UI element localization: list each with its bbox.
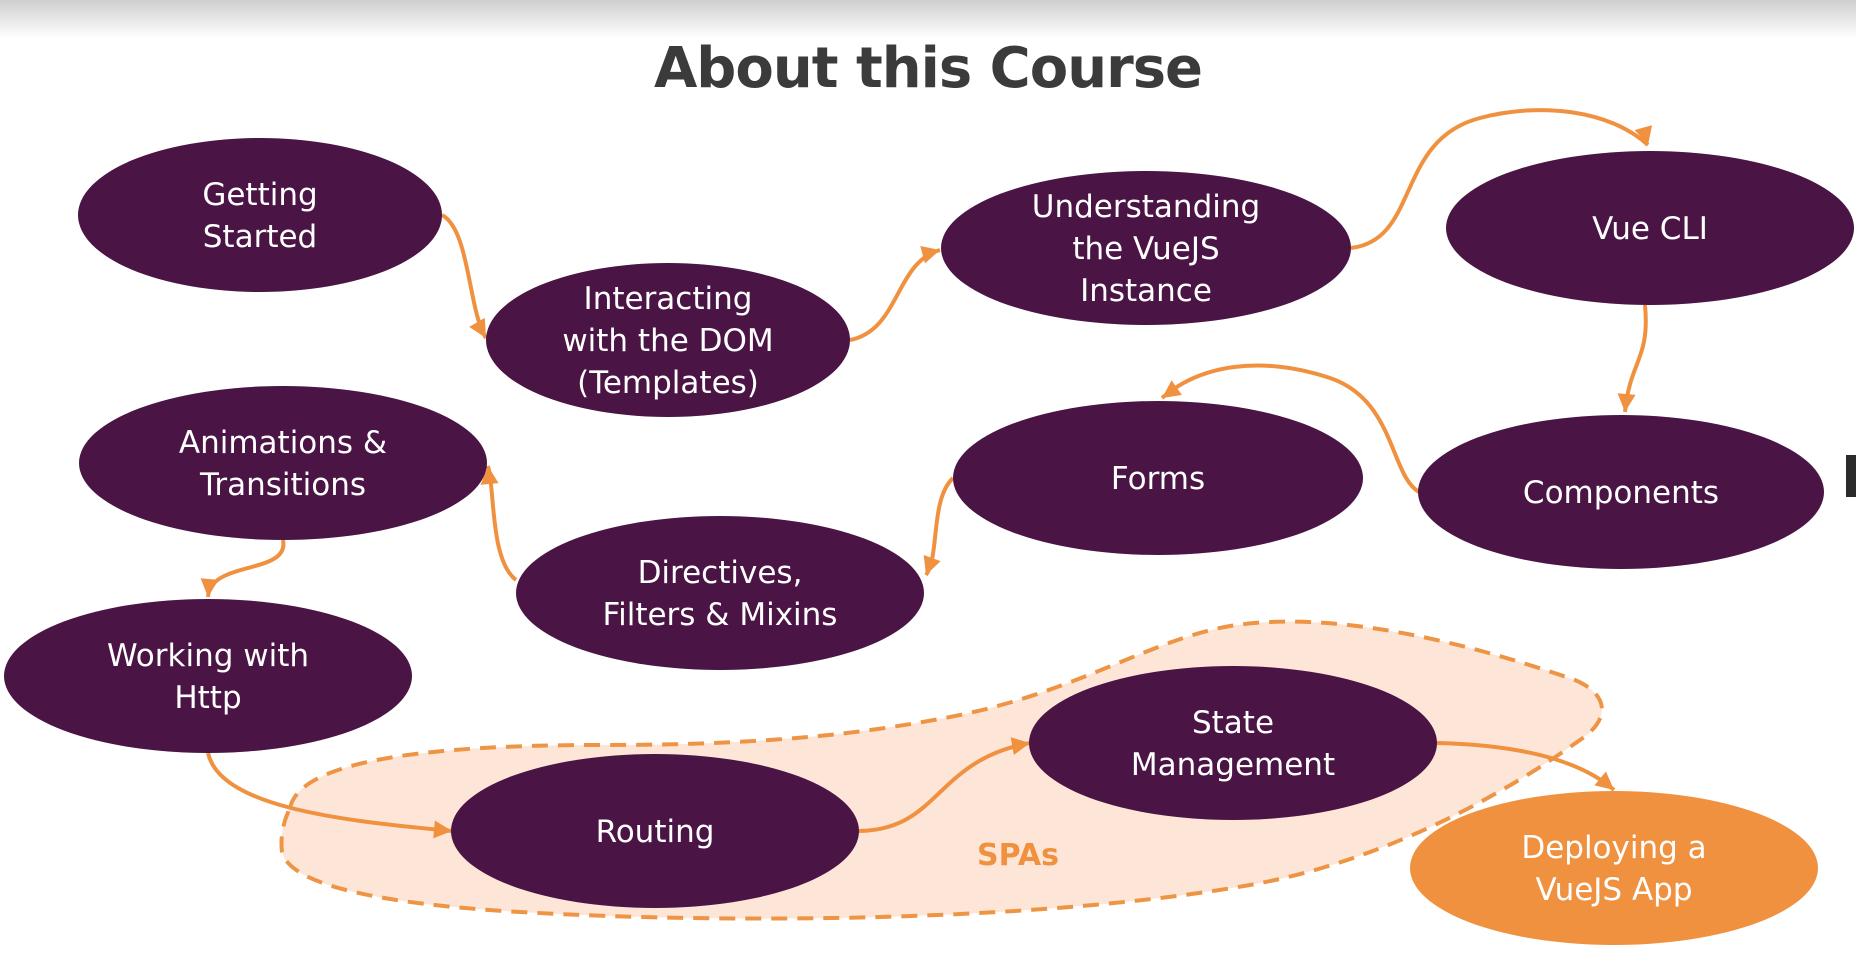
node-directives-label-line: Directives,: [638, 555, 803, 591]
edges: [200, 108, 1653, 839]
edge-components-to-forms: [1160, 363, 1421, 494]
node-vue-cli-label-line: Vue CLI: [1592, 211, 1708, 247]
node-routing-label-line: Routing: [596, 814, 715, 850]
arrowhead-icon: [200, 578, 219, 597]
node-http-shape: [4, 599, 412, 753]
node-http-label-line: Http: [174, 680, 241, 716]
edge-animations-to-http: [206, 539, 286, 598]
node-deploying-label-line: VueJS App: [1535, 872, 1692, 908]
arrowhead-icon: [433, 820, 452, 839]
arrowhead-icon: [1617, 393, 1636, 412]
node-deploying-shape: [1410, 791, 1818, 945]
node-forms-shape: [953, 401, 1363, 555]
node-routing-shape: [451, 754, 859, 908]
top-shadow: [0, 0, 1856, 38]
node-deploying: Deploying a VueJS App: [1410, 791, 1818, 945]
node-vue-cli-shape: [1446, 151, 1854, 305]
arrowhead-icon: [923, 555, 941, 575]
arrowhead-icon: [1162, 380, 1182, 398]
arrowhead-icon: [1634, 125, 1653, 145]
node-routing: Routing: [451, 754, 859, 908]
node-directives: Directives, Filters & Mixins: [516, 516, 924, 670]
node-vuejs-instance-label-line: Instance: [1080, 273, 1212, 309]
node-animations-shape: [79, 386, 487, 540]
node-interacting-dom-label-line: (Templates): [577, 365, 759, 401]
node-http-label-line: Working with: [107, 638, 309, 674]
edge-getting-started-to-interacting-dom: [440, 213, 488, 340]
node-vue-cli: Vue CLI: [1446, 151, 1854, 305]
node-getting-started-label-line: Getting: [202, 177, 317, 213]
node-animations: Animations & Transitions: [79, 386, 487, 540]
node-vuejs-instance-label-line: the VueJS: [1072, 231, 1219, 267]
node-vuejs-instance-shape: [941, 171, 1351, 325]
node-interacting-dom-label-line: with the DOM: [562, 323, 773, 359]
node-forms-label-line: Forms: [1111, 461, 1205, 497]
edge-routing-to-state-management: [858, 741, 1031, 833]
node-state-management-label-line: Management: [1131, 747, 1335, 783]
node-interacting-dom-label-line: Interacting: [584, 281, 753, 317]
node-animations-label-line: Animations &: [179, 425, 387, 461]
edge-http-to-routing: [206, 752, 453, 833]
node-vuejs-instance-label-line: Understanding: [1032, 189, 1260, 225]
spa-region-label: SPAs: [977, 838, 1059, 873]
arrowhead-icon: [920, 245, 940, 264]
node-components-label-line: Components: [1523, 475, 1719, 511]
node-deploying-label-line: Deploying a: [1521, 830, 1706, 866]
node-animations-label-line: Transitions: [199, 467, 366, 503]
node-vuejs-instance: Understanding the VueJS Instance: [941, 171, 1351, 325]
node-getting-started-shape: [78, 138, 442, 292]
node-getting-started-label-line: Started: [203, 219, 317, 255]
node-components-shape: [1418, 415, 1824, 569]
node-directives-label-line: Filters & Mixins: [603, 597, 838, 633]
arrowhead-icon: [1010, 737, 1030, 755]
node-interacting-dom-shape: [486, 263, 850, 417]
page-title: About this Course: [653, 36, 1203, 101]
node-components: Components: [1418, 415, 1824, 569]
edge-vuejs-instance-to-vue-cli: [1350, 108, 1650, 250]
node-state-management-label-line: State: [1192, 705, 1274, 741]
node-directives-shape: [516, 516, 924, 670]
arrowhead-icon: [480, 466, 499, 485]
node-state-management-shape: [1029, 666, 1437, 820]
arrowhead-icon: [469, 317, 486, 338]
side-panel-tab[interactable]: [1846, 455, 1856, 497]
arrowhead-icon: [1594, 771, 1614, 790]
node-interacting-dom: Interacting with the DOM (Templates): [486, 263, 850, 417]
node-forms: Forms: [953, 401, 1363, 555]
edge-interacting-dom-to-vuejs-instance: [849, 248, 941, 342]
